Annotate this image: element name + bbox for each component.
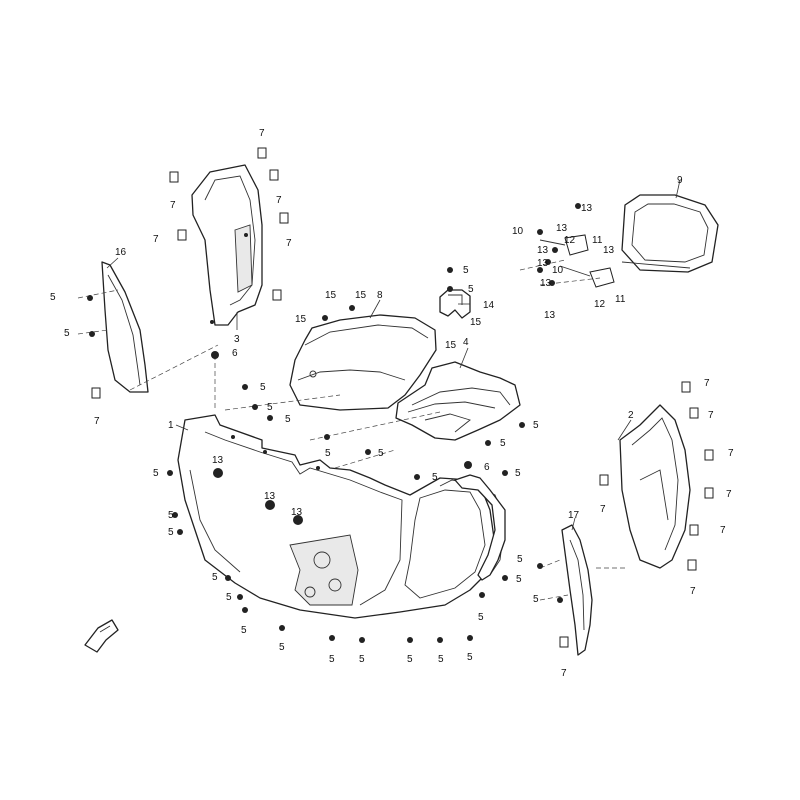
- part-8-seat: [289, 314, 437, 411]
- callout-5: 5: [267, 402, 273, 413]
- callout-5: 5: [517, 554, 523, 565]
- callout-part-8: 8: [377, 290, 383, 301]
- part-16-left-side-panel: [101, 261, 149, 393]
- callout-7: 7: [94, 416, 100, 427]
- callout-13: 13: [537, 245, 549, 256]
- callout-13: 13: [537, 258, 549, 269]
- callout-15: 15: [445, 340, 457, 351]
- callout-5: 5: [325, 448, 331, 459]
- callout-10: 10: [552, 265, 564, 276]
- callout-5: 5: [168, 527, 174, 538]
- callout-part-6b: 6: [484, 462, 490, 473]
- callout-5: 5: [500, 438, 506, 449]
- callout-part-2: 2: [628, 410, 634, 421]
- callout-13: 13: [544, 310, 556, 321]
- callout-5: 5: [285, 414, 291, 425]
- callout-5: 5: [359, 654, 365, 665]
- callout-5: 5: [468, 284, 474, 295]
- callout-7: 7: [600, 504, 606, 515]
- callout-12: 12: [594, 299, 606, 310]
- part-1-front-panel: [177, 414, 506, 619]
- callout-7: 7: [726, 489, 732, 500]
- callout-5: 5: [260, 382, 266, 393]
- callout-part-3: 3: [234, 334, 240, 345]
- part-9-glove-box-door: [621, 194, 719, 273]
- callout-15: 15: [325, 290, 337, 301]
- part-14-bracket: [439, 289, 471, 319]
- callout-7: 7: [690, 586, 696, 597]
- part-12-hinges: [539, 234, 615, 288]
- callout-5: 5: [438, 654, 444, 665]
- callout-12: 12: [564, 235, 576, 246]
- callout-part-6a: 6: [232, 348, 238, 359]
- callout-part-4: 4: [463, 337, 469, 348]
- callout-7: 7: [153, 234, 159, 245]
- callout-13: 13: [264, 491, 276, 502]
- callout-5: 5: [378, 448, 384, 459]
- callout-7: 7: [728, 448, 734, 459]
- callout-part-16: 16: [115, 247, 127, 258]
- callout-5: 5: [478, 612, 484, 623]
- callout-7: 7: [708, 410, 714, 421]
- part-4-storage-tray: [395, 361, 521, 441]
- callout-7: 7: [276, 195, 282, 206]
- part-2-right-side-panel: [619, 404, 691, 569]
- callout-13: 13: [212, 455, 224, 466]
- callout-5: 5: [515, 468, 521, 479]
- callout-5: 5: [463, 265, 469, 276]
- leader-lines: [106, 179, 681, 531]
- callout-5: 5: [533, 594, 539, 605]
- callout-5: 5: [432, 472, 438, 483]
- callout-part-1: 1: [168, 420, 174, 431]
- callout-5: 5: [279, 642, 285, 653]
- front-direction-arrow-icon: [84, 619, 119, 653]
- callout-7: 7: [720, 525, 726, 536]
- part-6-hose: [454, 474, 506, 581]
- callout-7: 7: [170, 200, 176, 211]
- callout-part-14: 14: [483, 300, 495, 311]
- callout-5: 5: [241, 625, 247, 636]
- clip-markers: [91, 147, 714, 648]
- assembly-guide-lines: [77, 259, 625, 601]
- callout-13: 13: [603, 245, 615, 256]
- callout-7: 7: [704, 378, 710, 389]
- callout-11: 11: [615, 294, 626, 305]
- callout-5: 5: [467, 652, 473, 663]
- callout-5: 5: [64, 328, 70, 339]
- callout-10: 10: [512, 226, 524, 237]
- part-3-left-pillar: [191, 164, 263, 326]
- callout-15: 15: [470, 317, 482, 328]
- callout-11: 11: [592, 235, 603, 246]
- callout-15: 15: [295, 314, 307, 325]
- callout-13: 13: [556, 223, 568, 234]
- callout-5: 5: [516, 574, 522, 585]
- callout-5: 5: [329, 654, 335, 665]
- part-17-right-lower-panel: [561, 524, 593, 656]
- callout-part-17: 17: [568, 510, 580, 521]
- callout-5: 5: [168, 510, 174, 521]
- callout-part-9: 9: [677, 175, 683, 186]
- callout-7: 7: [286, 238, 292, 249]
- callout-5: 5: [533, 420, 539, 431]
- callout-5: 5: [226, 592, 232, 603]
- callout-13: 13: [581, 203, 593, 214]
- fastener-callouts: 5 5 5 5 5 5 5 5 5 5 5 5 5 5 5 5 5 5 5 5 …: [50, 128, 734, 679]
- callout-7: 7: [259, 128, 265, 139]
- callout-5: 5: [153, 468, 159, 479]
- callout-13: 13: [291, 507, 303, 518]
- callout-5: 5: [407, 654, 413, 665]
- callout-13: 13: [540, 278, 552, 289]
- part-callouts: 1 2 3 4 6 6 8 9 14 16 17: [115, 175, 683, 521]
- callout-5: 5: [50, 292, 56, 303]
- callout-7: 7: [561, 668, 567, 679]
- callout-15: 15: [355, 290, 367, 301]
- fastener-markers: [87, 203, 581, 643]
- callout-5: 5: [212, 572, 218, 583]
